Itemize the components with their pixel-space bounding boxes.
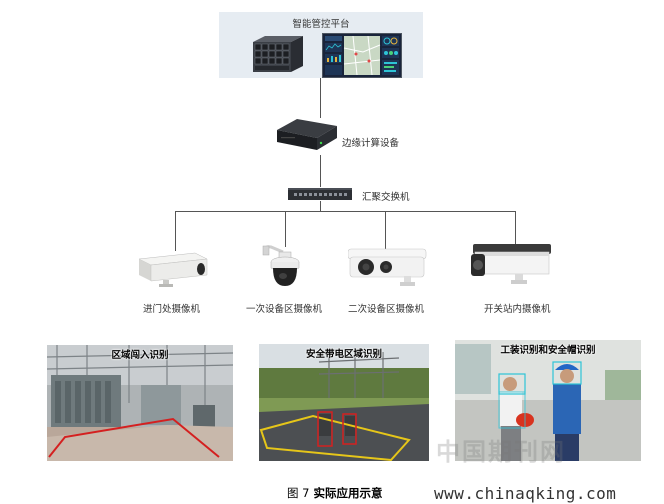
camera-bus-line xyxy=(175,211,515,212)
watermark: 中国期刊网 xyxy=(436,437,566,466)
photo-intrusion-scene: 区域闯入识别 xyxy=(47,345,233,461)
link-switch-bus xyxy=(320,201,321,211)
link-cam3 xyxy=(385,211,386,249)
ptz-dome-camera-icon xyxy=(262,245,300,286)
bullet-camera-icon xyxy=(471,244,551,284)
edge-computing-device-icon xyxy=(277,119,337,150)
link-cam4 xyxy=(515,211,516,247)
camera-4-label: 开关站内摄像机 xyxy=(484,304,551,315)
live-zone-outline xyxy=(259,414,411,461)
edge-device-label: 边缘计算设备 xyxy=(342,138,400,149)
photo-helmet-scene: 工装识别和安全帽识别 xyxy=(455,340,641,461)
server-rack-icon xyxy=(253,36,303,72)
figure-number: 图 7 xyxy=(287,486,310,500)
person-detection-box xyxy=(317,411,333,447)
link-cam2 xyxy=(285,211,286,247)
platform-panel: 智能管控平台 xyxy=(219,12,423,78)
photo-live-zone-scene: 安全带电区域识别 xyxy=(259,344,429,461)
dual-lens-camera-icon xyxy=(348,248,427,286)
person-detection-box xyxy=(342,413,357,445)
figure-caption-text: 实际应用示意 xyxy=(313,486,383,500)
helmet-detection-box xyxy=(552,361,582,385)
worker-figure xyxy=(553,364,581,461)
photo-1-title: 区域闯入识别 xyxy=(111,350,169,361)
workwear-detection-box xyxy=(498,391,526,429)
camera-1-label: 进门处摄像机 xyxy=(143,304,201,315)
photo-3-title: 工装识别和安全帽识别 xyxy=(500,345,596,356)
link-edge-switch xyxy=(320,155,321,187)
camera-2-label: 一次设备区摄像机 xyxy=(246,304,323,315)
link-platform-edge xyxy=(320,78,321,118)
switch-label: 汇聚交换机 xyxy=(362,192,410,203)
link-cam1 xyxy=(175,211,176,251)
photo-2-title: 安全带电区域识别 xyxy=(305,349,382,360)
platform-title: 智能管控平台 xyxy=(292,19,350,30)
intrusion-zone-outline xyxy=(48,417,220,458)
camera-3-label: 二次设备区摄像机 xyxy=(348,304,425,315)
aggregation-switch-icon xyxy=(288,188,352,200)
head-detection-box xyxy=(498,373,526,395)
site-url: www.chinaqking.com xyxy=(434,484,617,503)
dashboard-screen-icon xyxy=(322,33,402,78)
box-camera-icon xyxy=(138,252,208,287)
